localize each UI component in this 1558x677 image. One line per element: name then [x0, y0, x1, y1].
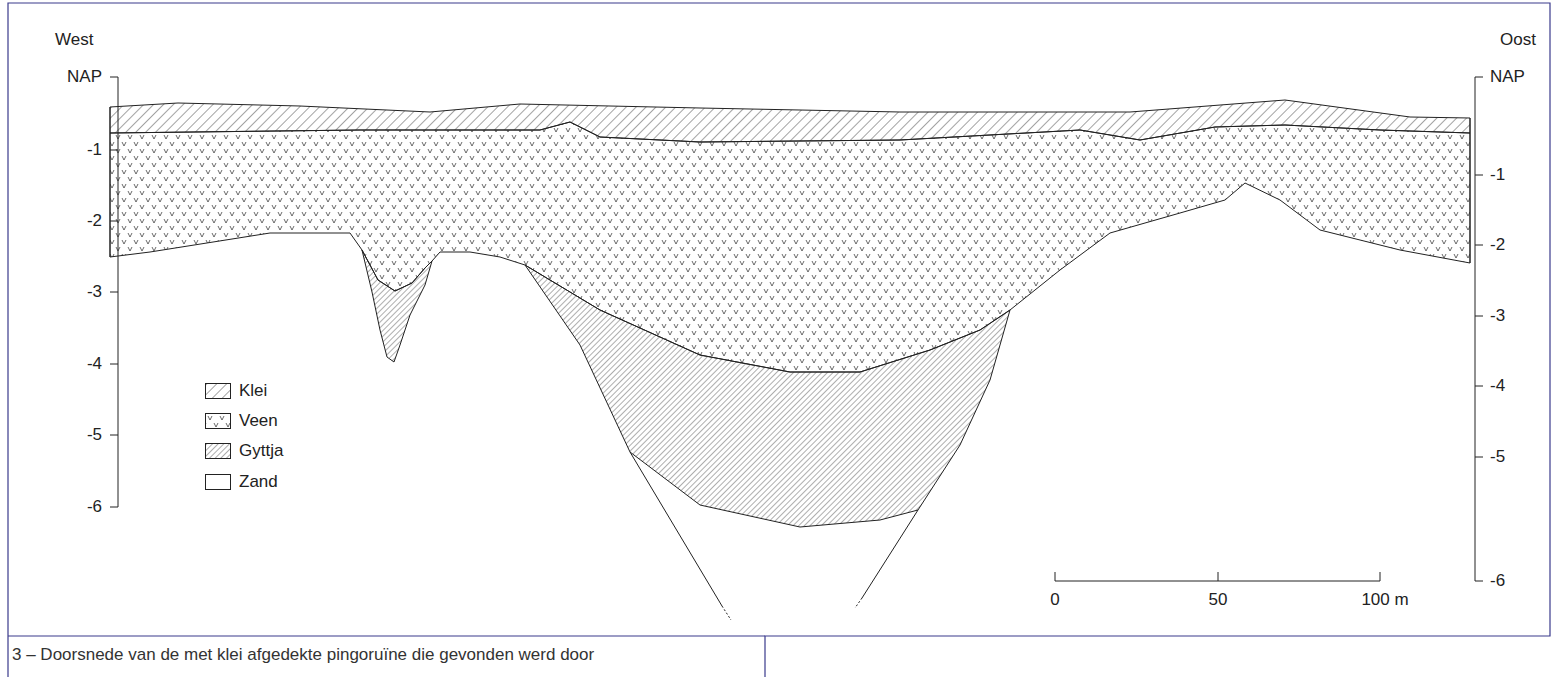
depth-tick: -1 — [1490, 165, 1505, 185]
depth-tick-text: -4 — [1490, 376, 1505, 395]
datum-label: NAP — [1490, 67, 1525, 87]
depth-tick: -5 — [1490, 447, 1505, 467]
scale-value: 50 — [1209, 590, 1228, 610]
depth-tick: -2 — [87, 211, 102, 231]
depth-tick: -5 — [87, 425, 102, 445]
depth-tick: -2 — [1490, 235, 1505, 255]
direction-label: Oost — [1500, 30, 1536, 50]
direction-label: West — [55, 30, 93, 50]
direction-label-text: Oost — [1500, 30, 1536, 49]
legend-text: Veen — [239, 411, 278, 431]
depth-tick-text: -2 — [87, 211, 102, 230]
depth-tick: -6 — [87, 497, 102, 517]
right-axis — [1475, 77, 1476, 581]
legend-pattern — [206, 384, 230, 398]
depth-tick: -1 — [87, 140, 102, 160]
depth-tick-text: -3 — [1490, 306, 1505, 325]
legend-text: Klei — [239, 381, 267, 401]
scale-value: 100 m — [1361, 590, 1408, 610]
legend-swatch — [205, 474, 231, 490]
axes — [110, 77, 1483, 581]
depth-tick-text: -6 — [1490, 571, 1505, 590]
caption-frame — [8, 635, 765, 636]
legend-pattern — [206, 444, 230, 458]
section-edge — [1470, 118, 1471, 263]
depth-tick-text: -6 — [87, 497, 102, 516]
legend-pattern-fill — [206, 444, 230, 458]
datum-label-text: NAP — [1490, 67, 1525, 86]
legend-swatch — [205, 383, 231, 399]
depth-tick-text: -3 — [87, 282, 102, 301]
legend-swatch — [205, 443, 231, 459]
right-ticks — [1475, 77, 1483, 581]
section-edge — [110, 107, 111, 257]
pingo-wall-dashed — [855, 598, 862, 608]
left-ticks — [110, 77, 118, 507]
scale-value-text: 0 — [1050, 590, 1059, 609]
pingo-wall — [862, 510, 918, 598]
legend-pattern-fill — [206, 384, 230, 398]
pingo-wall-dashed — [722, 606, 731, 620]
legend-pattern — [206, 414, 230, 428]
depth-tick-text: -1 — [87, 140, 102, 159]
depth-tick: -3 — [1490, 306, 1505, 326]
depth-tick-text: -5 — [87, 425, 102, 444]
depth-tick: -3 — [87, 282, 102, 302]
legend-pattern-fill — [206, 414, 230, 428]
gyttja-pingo-fill — [525, 265, 1010, 527]
layers — [110, 100, 1470, 620]
direction-label-text: West — [55, 30, 93, 49]
legend-text: Gyttja — [239, 441, 283, 461]
scale-value-text: 50 — [1209, 590, 1228, 609]
scale-value: 0 — [1050, 590, 1059, 610]
scale-value-text: 100 m — [1361, 590, 1408, 609]
depth-tick: -6 — [1490, 571, 1505, 591]
depth-tick-text: -4 — [87, 354, 102, 373]
frame — [8, 3, 1550, 677]
datum-label: NAP — [67, 67, 102, 87]
legend-swatch — [205, 413, 231, 429]
depth-tick-text: -1 — [1490, 165, 1505, 184]
depth-tick-text: -2 — [1490, 235, 1505, 254]
gyttja-small-pit — [362, 250, 432, 362]
peat-layer — [110, 122, 1470, 372]
pingo-wall — [630, 452, 722, 606]
depth-tick: -4 — [87, 354, 102, 374]
datum-label-text: NAP — [67, 67, 102, 86]
depth-tick: -4 — [1490, 376, 1505, 396]
legend-text: Zand — [239, 472, 278, 492]
scale-bar — [1055, 572, 1380, 581]
figure-caption: 3 – Doorsnede van de met klei afgedekte … — [12, 645, 594, 665]
depth-tick-text: -5 — [1490, 447, 1505, 466]
